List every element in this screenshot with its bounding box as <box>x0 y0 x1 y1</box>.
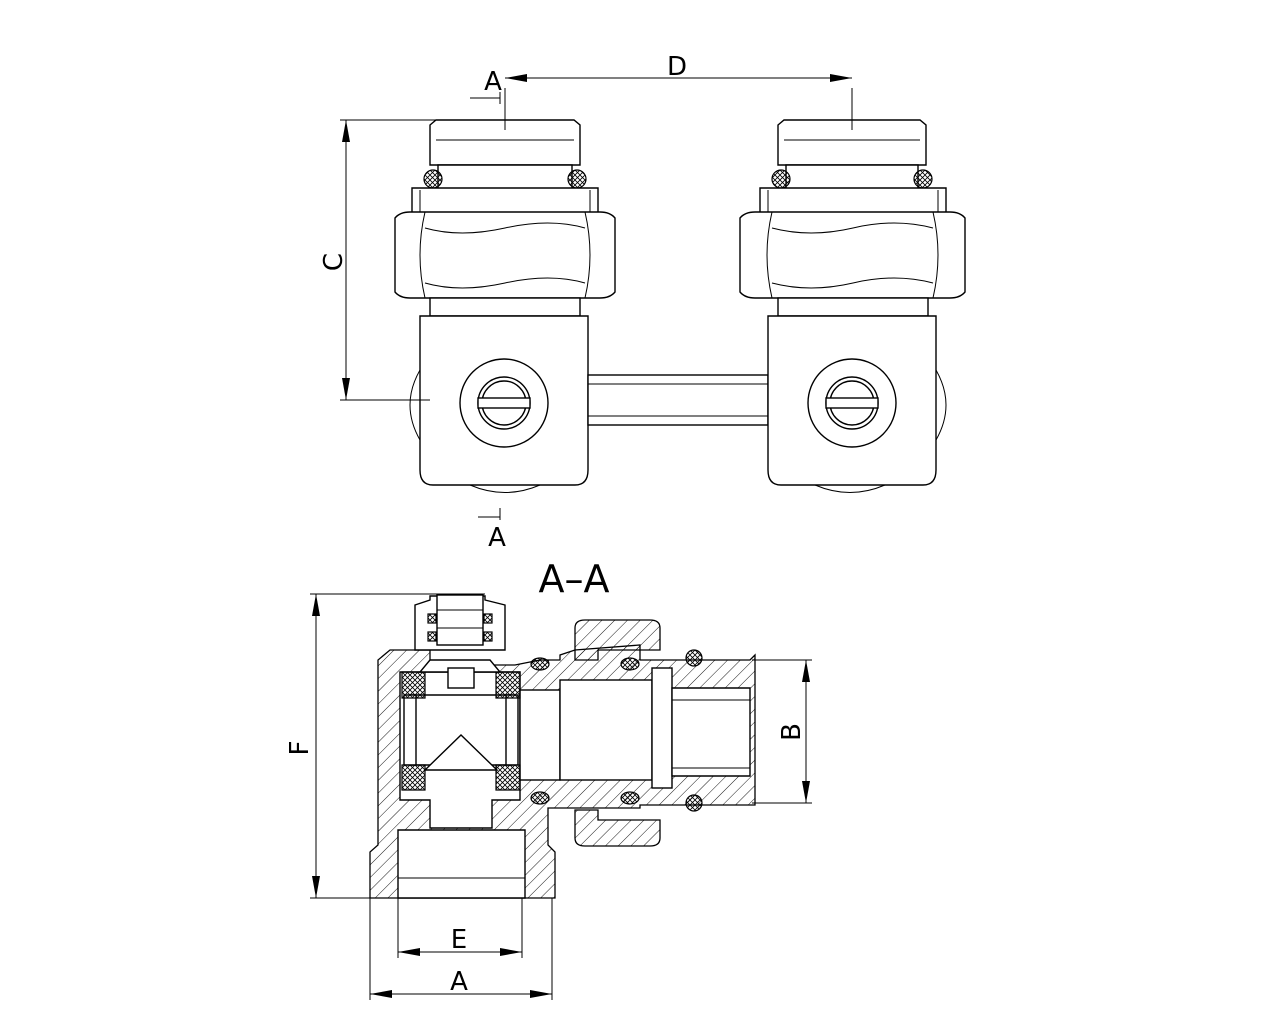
left-valve <box>394 119 616 493</box>
section-marker-top: A <box>470 67 502 104</box>
dimension-c: C <box>319 119 500 401</box>
section-view: A–A <box>285 557 812 1000</box>
section-marker-bottom: A <box>478 508 506 553</box>
dimension-d: D <box>505 52 852 82</box>
dimension-f: F <box>285 593 555 899</box>
label-c: C <box>319 253 349 271</box>
right-valve <box>739 119 966 493</box>
section-title: A–A <box>539 557 610 601</box>
label-a-top: A <box>484 67 502 97</box>
front-view: D A A C <box>319 52 966 553</box>
label-a-section: A <box>450 967 468 997</box>
label-e: E <box>451 925 467 955</box>
dimension-b: B <box>752 659 812 804</box>
dimension-e: E <box>397 898 523 958</box>
dimension-a-section: A <box>369 898 553 1000</box>
label-d: D <box>667 52 687 82</box>
label-a-bottom: A <box>488 523 506 553</box>
label-f: F <box>285 741 315 756</box>
connecting-bridge <box>587 374 769 426</box>
label-b: B <box>777 723 807 741</box>
